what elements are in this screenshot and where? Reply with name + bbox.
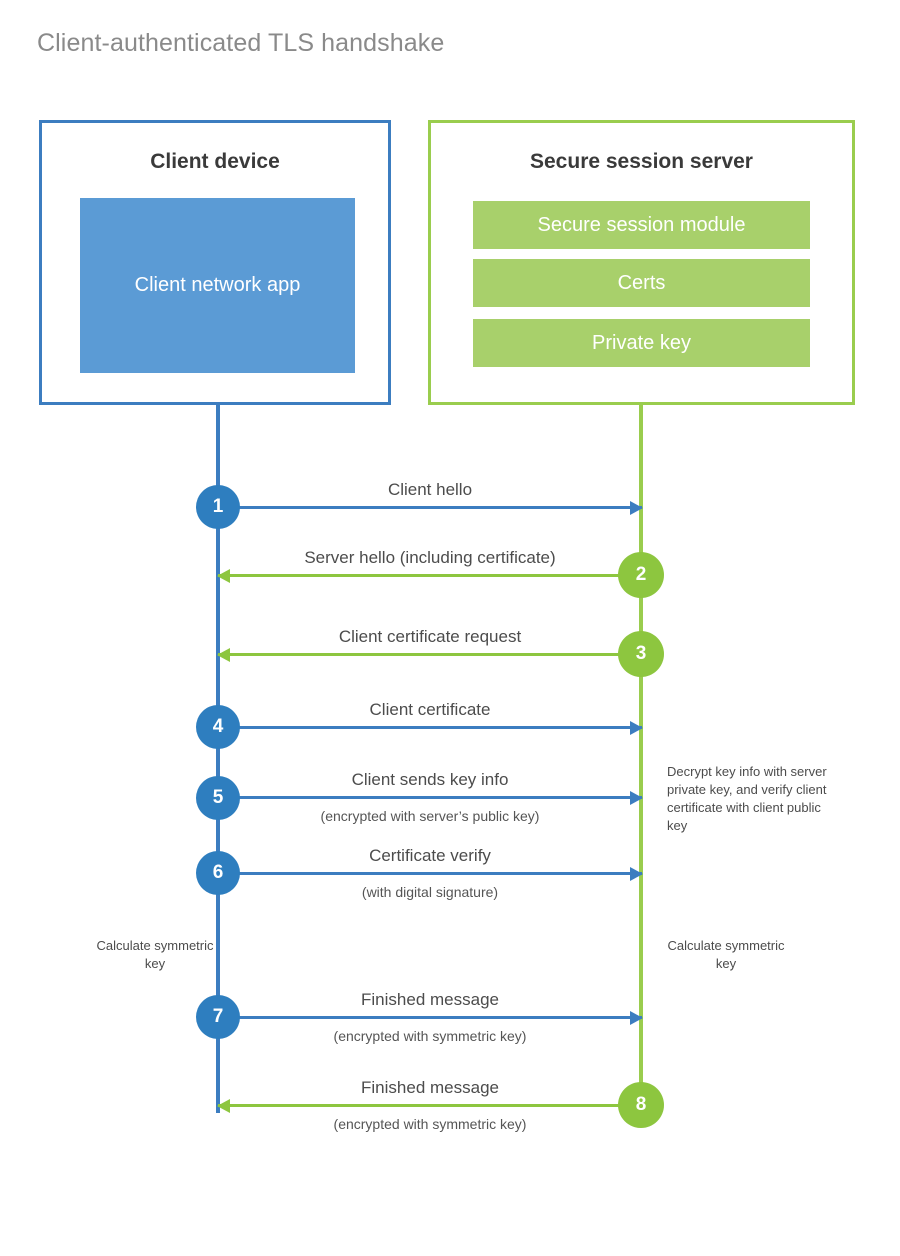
- step-number-8: 8: [635, 1094, 647, 1115]
- server-component-certs: Certs: [473, 259, 810, 307]
- message-label-5: Client sends key info: [351, 770, 509, 789]
- message-label-1: Client hello: [387, 480, 473, 499]
- annotation-server-decrypt: Decrypt key info with server private key…: [667, 764, 827, 833]
- server-component-secure-session-module: Secure session module: [473, 201, 810, 249]
- arrow-head-right-icon: [630, 500, 643, 515]
- client-device-box: Client device Client network app: [39, 120, 391, 405]
- annotation-server-calculate-symmetric-key: Calculate symmetric key: [667, 938, 785, 971]
- arrow-shaft: [218, 1104, 642, 1107]
- secure-session-server-box: Secure session server Secure session mod…: [428, 120, 855, 405]
- arrow-shaft: [218, 872, 642, 875]
- client-device-title: Client device: [150, 150, 280, 173]
- message-arrow-7: Finished message (encrypted with symmetr…: [218, 990, 643, 1044]
- step-number-4: 4: [212, 716, 224, 737]
- message-arrow-4: Client certificate: [218, 700, 643, 735]
- arrow-head-right-icon: [630, 1010, 643, 1025]
- arrow-head-right-icon: [630, 790, 643, 805]
- arrow-head-left-icon: [217, 1098, 230, 1113]
- message-arrow-6: Certificate verify (with digital signatu…: [218, 846, 643, 900]
- step-circle-6[interactable]: 6: [196, 851, 240, 895]
- arrow-head-right-icon: [630, 866, 643, 881]
- annotation-client-calculate-symmetric-key: Calculate symmetric key: [96, 938, 214, 971]
- step-number-2: 2: [635, 564, 647, 585]
- client-network-app-block: Client network app: [80, 198, 355, 373]
- arrow-shaft: [218, 574, 642, 577]
- arrow-head-right-icon: [630, 720, 643, 735]
- message-label-7: Finished message: [361, 990, 499, 1009]
- message-label-2: Server hello (including certificate): [304, 548, 556, 567]
- message-arrow-1: Client hello: [218, 480, 643, 515]
- arrow-head-left-icon: [217, 568, 230, 583]
- arrow-shaft: [218, 506, 642, 509]
- message-arrow-8: Finished message (encrypted with symmetr…: [217, 1078, 642, 1132]
- arrow-shaft: [218, 796, 642, 799]
- arrow-shaft: [218, 726, 642, 729]
- message-label-3: Client certificate request: [338, 627, 522, 646]
- client-lifeline: [216, 405, 220, 1113]
- message-label-8: Finished message: [361, 1078, 499, 1097]
- step-circle-1[interactable]: 1: [196, 485, 240, 529]
- message-arrow-5: Client sends key info (encrypted with se…: [218, 770, 643, 824]
- step-circle-4[interactable]: 4: [196, 705, 240, 749]
- message-arrow-3: Client certificate request: [217, 627, 642, 662]
- step-number-1: 1: [212, 496, 224, 517]
- arrow-shaft: [218, 653, 642, 656]
- step-circle-8[interactable]: 8: [618, 1082, 664, 1128]
- message-label-6: Certificate verify: [369, 846, 491, 865]
- step-circle-7[interactable]: 7: [196, 995, 240, 1039]
- step-number-5: 5: [212, 787, 224, 808]
- step-number-6: 6: [212, 862, 224, 883]
- message-label-4: Client certificate: [369, 700, 491, 719]
- step-number-7: 7: [212, 1006, 224, 1027]
- arrow-head-left-icon: [217, 647, 230, 662]
- step-circle-3[interactable]: 3: [618, 631, 664, 677]
- secure-session-server-title: Secure session server: [530, 150, 753, 173]
- server-component-private-key: Private key: [473, 319, 810, 367]
- arrow-shaft: [218, 1016, 642, 1019]
- step-circle-2[interactable]: 2: [618, 552, 664, 598]
- step-number-3: 3: [635, 643, 647, 664]
- page-title: Client-authenticated TLS handshake: [37, 29, 445, 57]
- message-sublabel-5: (encrypted with server’s public key): [320, 808, 540, 824]
- step-circle-5[interactable]: 5: [196, 776, 240, 820]
- message-arrow-2: Server hello (including certificate): [217, 548, 642, 583]
- message-sublabel-7: (encrypted with symmetric key): [333, 1028, 527, 1044]
- message-sublabel-6: (with digital signature): [361, 884, 499, 900]
- server-lifeline: [639, 405, 643, 1107]
- message-sublabel-8: (encrypted with symmetric key): [333, 1116, 527, 1132]
